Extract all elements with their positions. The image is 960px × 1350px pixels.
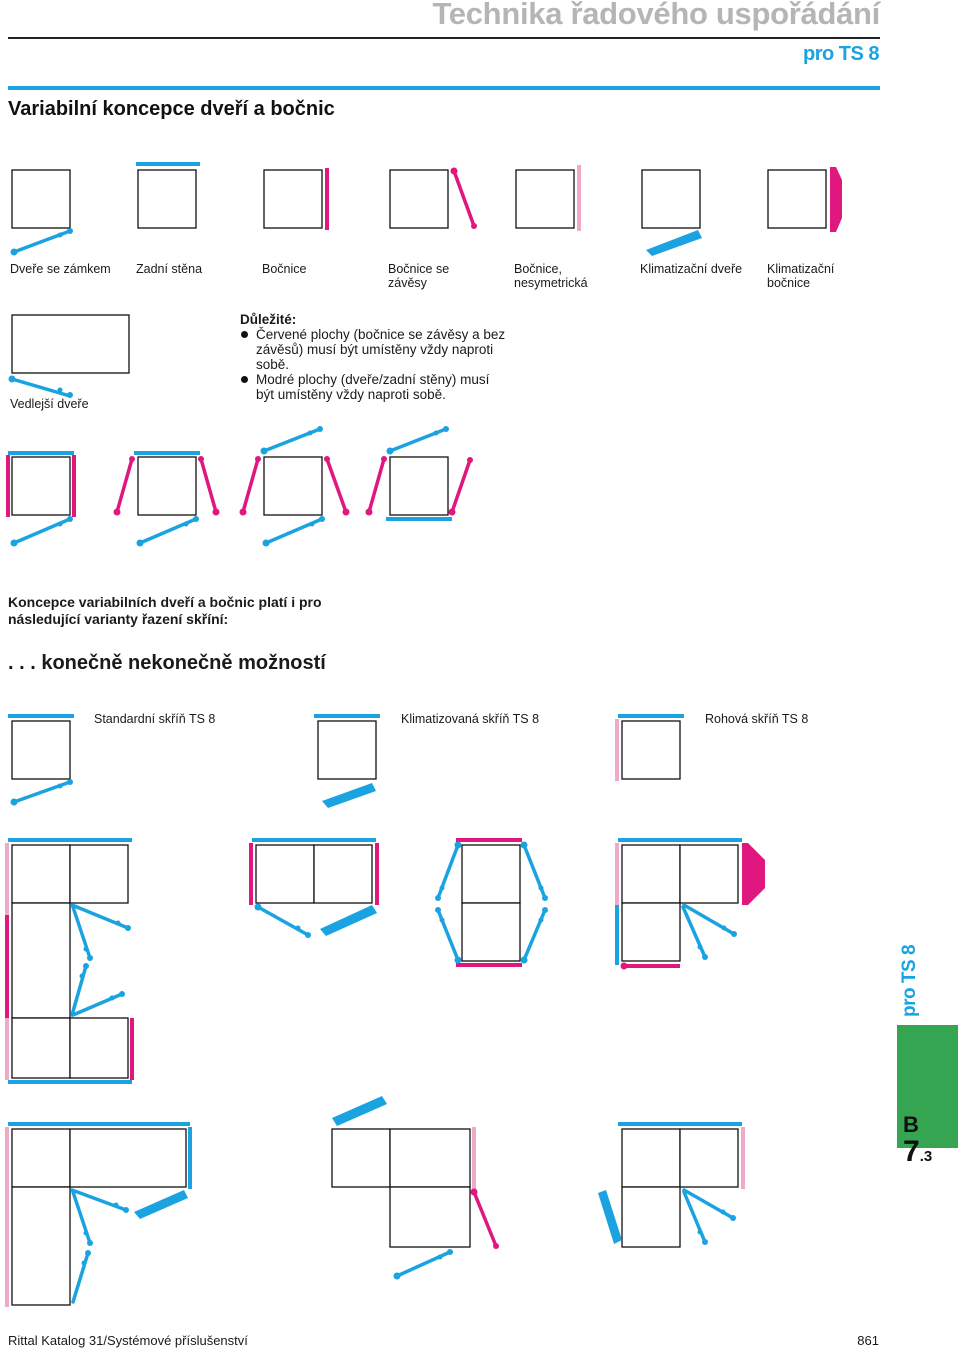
hinged-side-panel-icon xyxy=(389,167,477,229)
combination-2 xyxy=(113,451,220,547)
legend-label-side-panel: Bočnice xyxy=(262,262,307,276)
section-title: Variabilní koncepce dveří a bočnic xyxy=(8,98,335,120)
legend-label-locked-door: Dveře se zámkem xyxy=(10,262,111,276)
standard-cabinet-icon xyxy=(8,714,74,806)
endless-possibilities-heading: . . . konečně nekonečně možností xyxy=(8,652,326,674)
legend-label-climate-door: Klimatizační dveře xyxy=(640,262,743,276)
variant-label-corner: Rohová skříň TS 8 xyxy=(705,712,809,726)
page-title: Technika řadového uspořádání xyxy=(432,0,880,31)
page-number: 861 xyxy=(857,1333,879,1348)
arrangement-e xyxy=(5,1122,192,1307)
secondary-door-icon xyxy=(8,314,130,398)
section-letter: B xyxy=(903,1112,919,1137)
blue-rule xyxy=(8,86,880,90)
note-heading: Důležité: xyxy=(240,312,297,327)
section-number-main: 7 xyxy=(903,1135,920,1168)
section-number: 7.3 xyxy=(903,1135,932,1169)
climate-door-icon xyxy=(641,169,702,256)
rear-panel-icon xyxy=(136,162,200,229)
combination-3 xyxy=(239,426,350,547)
variant-label-climate: Klimatizovaná skříň TS 8 xyxy=(401,712,540,726)
climate-cabinet-icon xyxy=(314,714,380,808)
concept-text: Koncepce variabilních dveří a bočnic pla… xyxy=(8,594,322,627)
product-tag: pro TS 8 xyxy=(802,43,880,65)
legend-label-rear-panel: Zadní stěna xyxy=(136,262,203,276)
header-rule xyxy=(8,37,880,39)
arrangement-g xyxy=(598,1122,745,1248)
important-note: Důležité: Červené plochy (bočnice se záv… xyxy=(240,312,510,402)
legend-label-hinged-side-panel: Bočnice se závěsy xyxy=(388,262,450,290)
note-item-red: Červené plochy (bočnice se závěsy a bez … xyxy=(240,327,510,372)
secondary-door-label: Vedlejší dveře xyxy=(10,397,89,411)
section-number-sub: .3 xyxy=(919,1148,933,1165)
arrangement-d xyxy=(615,838,765,970)
side-tab-product: pro TS 8 xyxy=(899,944,920,1017)
legend-label-climate-side-panel: Klimatizační bočnice xyxy=(767,262,835,290)
asymmetric-side-panel-icon xyxy=(515,165,581,231)
legend-label-asymmetric-side-panel: Bočnice, nesymetrická xyxy=(514,262,588,290)
note-item-blue: Modré plochy (dveře/zadní stěny) musí bý… xyxy=(240,372,510,402)
section-tab xyxy=(897,1025,958,1148)
arrangement-b xyxy=(249,838,379,938)
corner-cabinet-icon xyxy=(615,714,684,781)
combination-4 xyxy=(365,426,473,521)
arrangement-c xyxy=(435,838,548,967)
locked-door-icon xyxy=(10,169,73,256)
side-panel-icon xyxy=(263,168,329,230)
footer-catalog: Rittal Katalog 31/Systémové příslušenstv… xyxy=(8,1333,248,1348)
arrangement-a xyxy=(5,838,134,1084)
combination-1 xyxy=(6,451,76,547)
variant-label-standard: Standardní skříň TS 8 xyxy=(94,712,216,726)
climate-side-panel-icon xyxy=(767,167,842,232)
arrangement-f xyxy=(331,1096,499,1280)
